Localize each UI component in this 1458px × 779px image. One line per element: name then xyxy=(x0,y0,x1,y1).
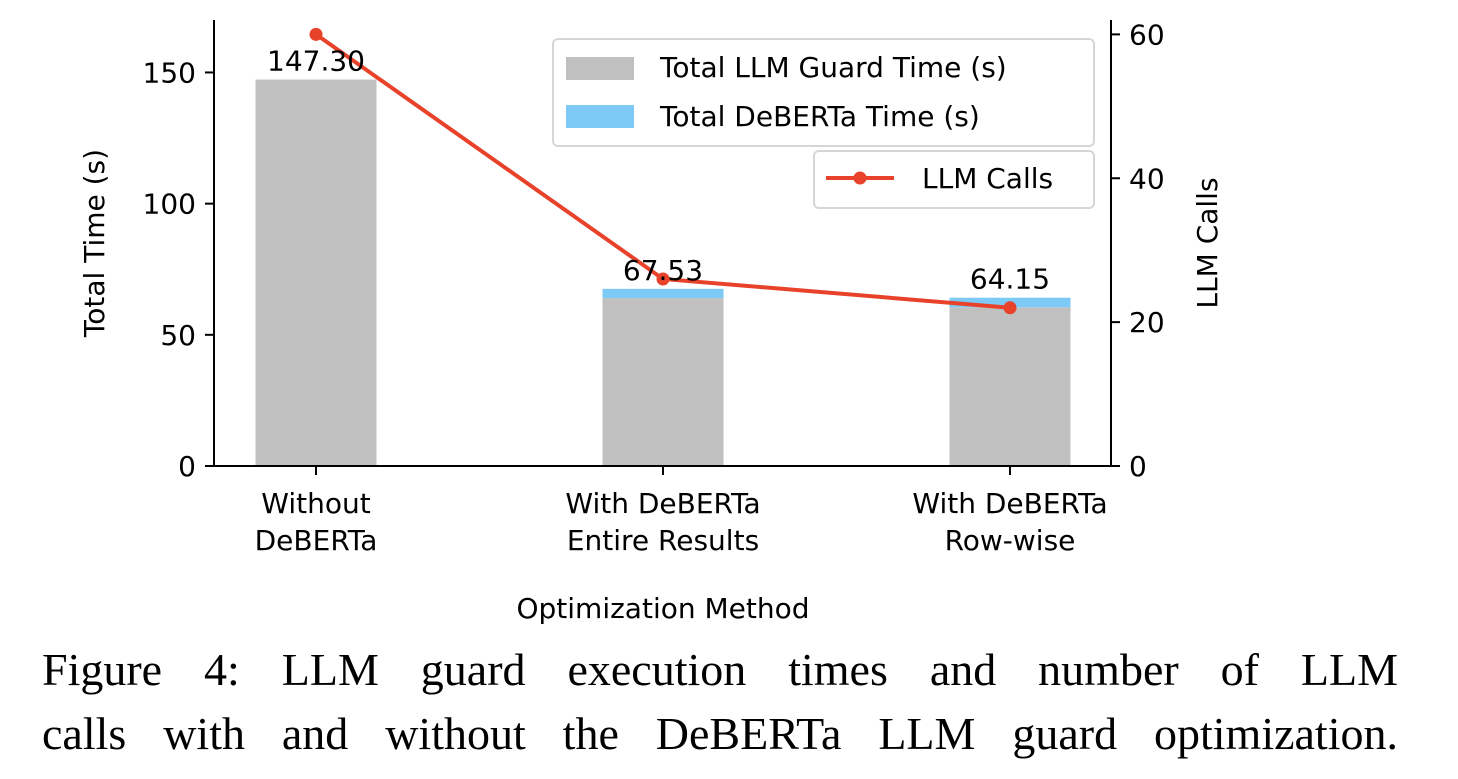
line-layer xyxy=(309,27,1017,315)
labels-layer: 147.30 67.53 64.15 xyxy=(267,45,1050,296)
left-tick-label: 100 xyxy=(143,188,196,221)
y-axis-title: Total Time (s) xyxy=(78,149,111,338)
llm-calls-marker xyxy=(656,272,670,286)
right-tick-label: 60 xyxy=(1129,18,1165,51)
right-tick-label: 0 xyxy=(1129,450,1147,483)
x-axis-title: Optimization Method xyxy=(516,592,809,625)
x-tick-label: Without xyxy=(261,487,370,520)
legend-swatch-deberta xyxy=(566,105,634,128)
bar-total-label: 147.30 xyxy=(267,45,365,78)
llm-calls-marker xyxy=(1003,301,1017,315)
right-tick-label: 40 xyxy=(1129,162,1165,195)
legend-layer: Total LLM Guard Time (s) Total DeBERTa Ti… xyxy=(552,38,1095,209)
x-tick-label: With DeBERTa xyxy=(912,487,1107,520)
bar-llm-guard-time xyxy=(949,307,1071,466)
x-tick-label: Row-wise xyxy=(945,524,1076,557)
figure-caption: Figure 4: LLM guard execution times and … xyxy=(42,638,1398,766)
legend-swatch-llm-guard xyxy=(566,57,634,80)
legend-label-deberta: Total DeBERTa Time (s) xyxy=(659,100,980,133)
x-tick-label: DeBERTa xyxy=(255,524,378,557)
bars-layer xyxy=(255,79,1071,467)
bar-llm-guard-time xyxy=(255,79,377,467)
legend-box-line xyxy=(813,150,1095,209)
llm-calls-marker xyxy=(309,27,323,41)
legend-label-llm-calls: LLM Calls xyxy=(922,162,1053,195)
legend-marker-llm-calls xyxy=(853,171,867,185)
legend-box-bars xyxy=(552,38,1095,147)
left-tick-label: 50 xyxy=(160,319,196,352)
x-tick-label: With DeBERTa xyxy=(565,487,760,520)
x-tick-label: Entire Results xyxy=(567,524,759,557)
caption-line-2: calls with and without the DeBERTa LLM g… xyxy=(42,708,1398,759)
bar-total-label: 64.15 xyxy=(970,263,1050,296)
legend-label-llm-guard: Total LLM Guard Time (s) xyxy=(659,51,1007,84)
right-tick-label: 20 xyxy=(1129,306,1165,339)
bar-deberta-time xyxy=(602,288,724,299)
caption-line-1: Figure 4: LLM guard execution times and … xyxy=(42,644,1398,695)
left-tick-label: 0 xyxy=(178,450,196,483)
bar-total-label: 67.53 xyxy=(623,254,703,287)
y2-axis-title: LLM Calls xyxy=(1191,177,1224,308)
bar-llm-guard-time xyxy=(602,298,724,466)
left-tick-label: 150 xyxy=(143,56,196,89)
